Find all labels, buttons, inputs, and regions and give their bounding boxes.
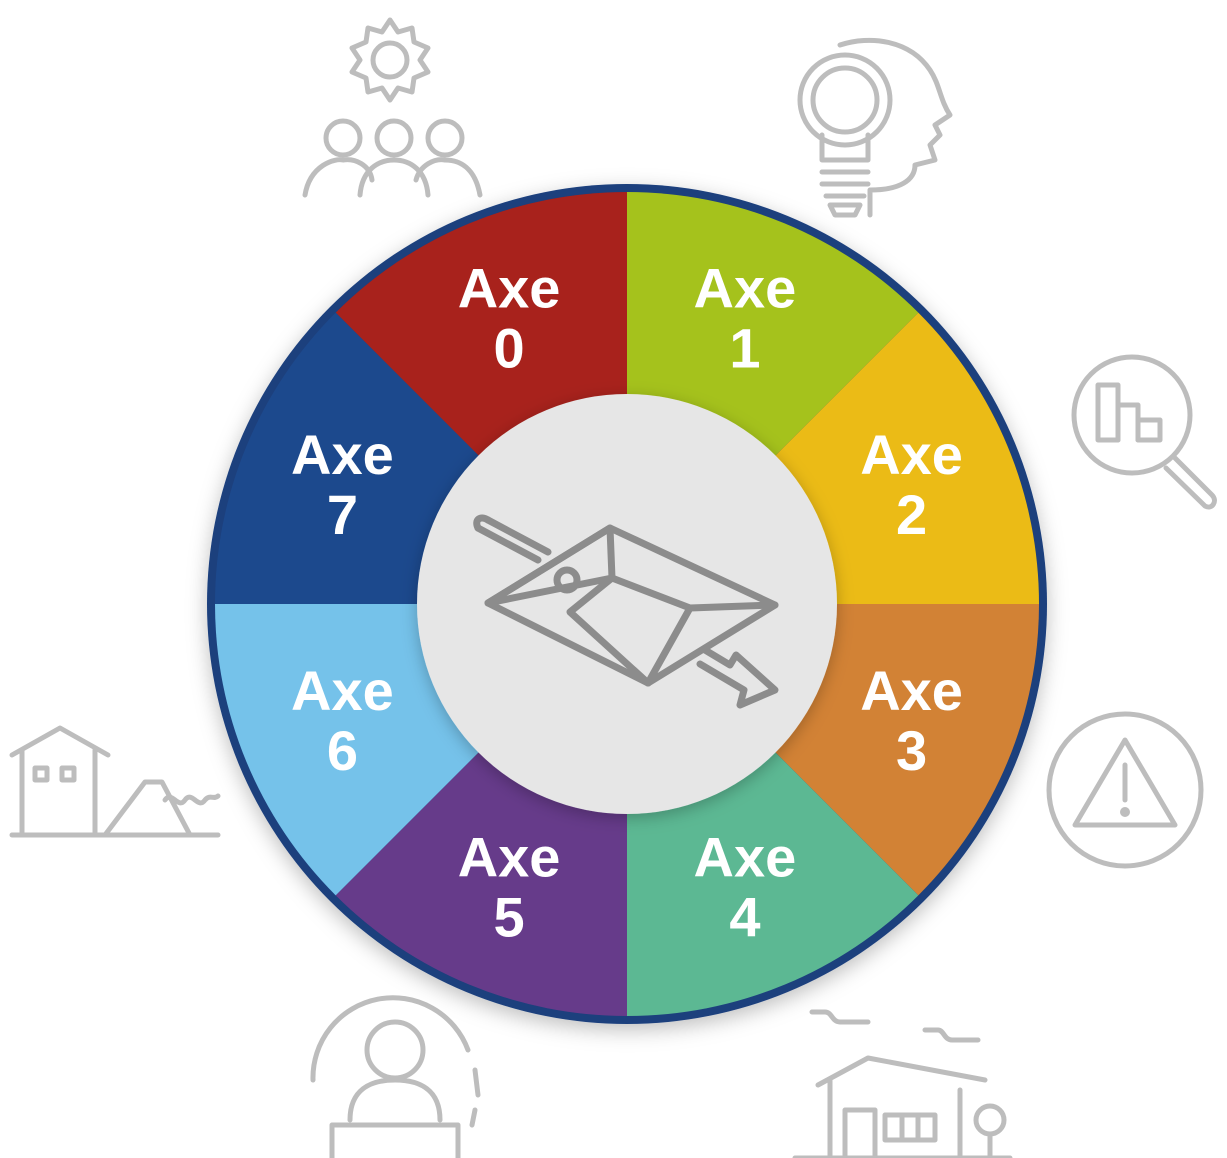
- segment-label-line2: 3: [896, 719, 927, 782]
- segment-label-line2: 5: [494, 886, 525, 949]
- segment-label-line2: 6: [327, 719, 358, 782]
- segment-label-line2: 2: [896, 483, 927, 546]
- segment-label-line2: 4: [729, 886, 760, 949]
- segment-label-line1: Axe: [694, 256, 797, 319]
- house-factory-icon: [792, 1009, 1013, 1158]
- wheelbarrow-icon: [473, 514, 779, 709]
- chart-magnifier-icon: [1071, 354, 1217, 510]
- person-computer-icon: [310, 995, 481, 1158]
- outer-icons: [9, 17, 1217, 1158]
- segment-label-line2: 0: [494, 316, 525, 379]
- segment-label-line1: Axe: [291, 423, 394, 486]
- gear-people-icon: [302, 17, 483, 198]
- segment-label-line1: Axe: [860, 423, 963, 486]
- segment-label-line2: 1: [729, 316, 760, 379]
- segment-label-line1: Axe: [694, 826, 797, 889]
- house-landscape-icon: [9, 725, 221, 838]
- wheel-hub: [417, 394, 837, 814]
- segment-label-line1: Axe: [291, 659, 394, 722]
- segment-label-line1: Axe: [860, 659, 963, 722]
- warning-circle-icon: [1046, 711, 1204, 869]
- segment-label-line1: Axe: [458, 256, 561, 319]
- segment-label-line1: Axe: [458, 826, 561, 889]
- segment-label-line2: 7: [327, 483, 358, 546]
- lightbulb-head-icon: [797, 37, 953, 218]
